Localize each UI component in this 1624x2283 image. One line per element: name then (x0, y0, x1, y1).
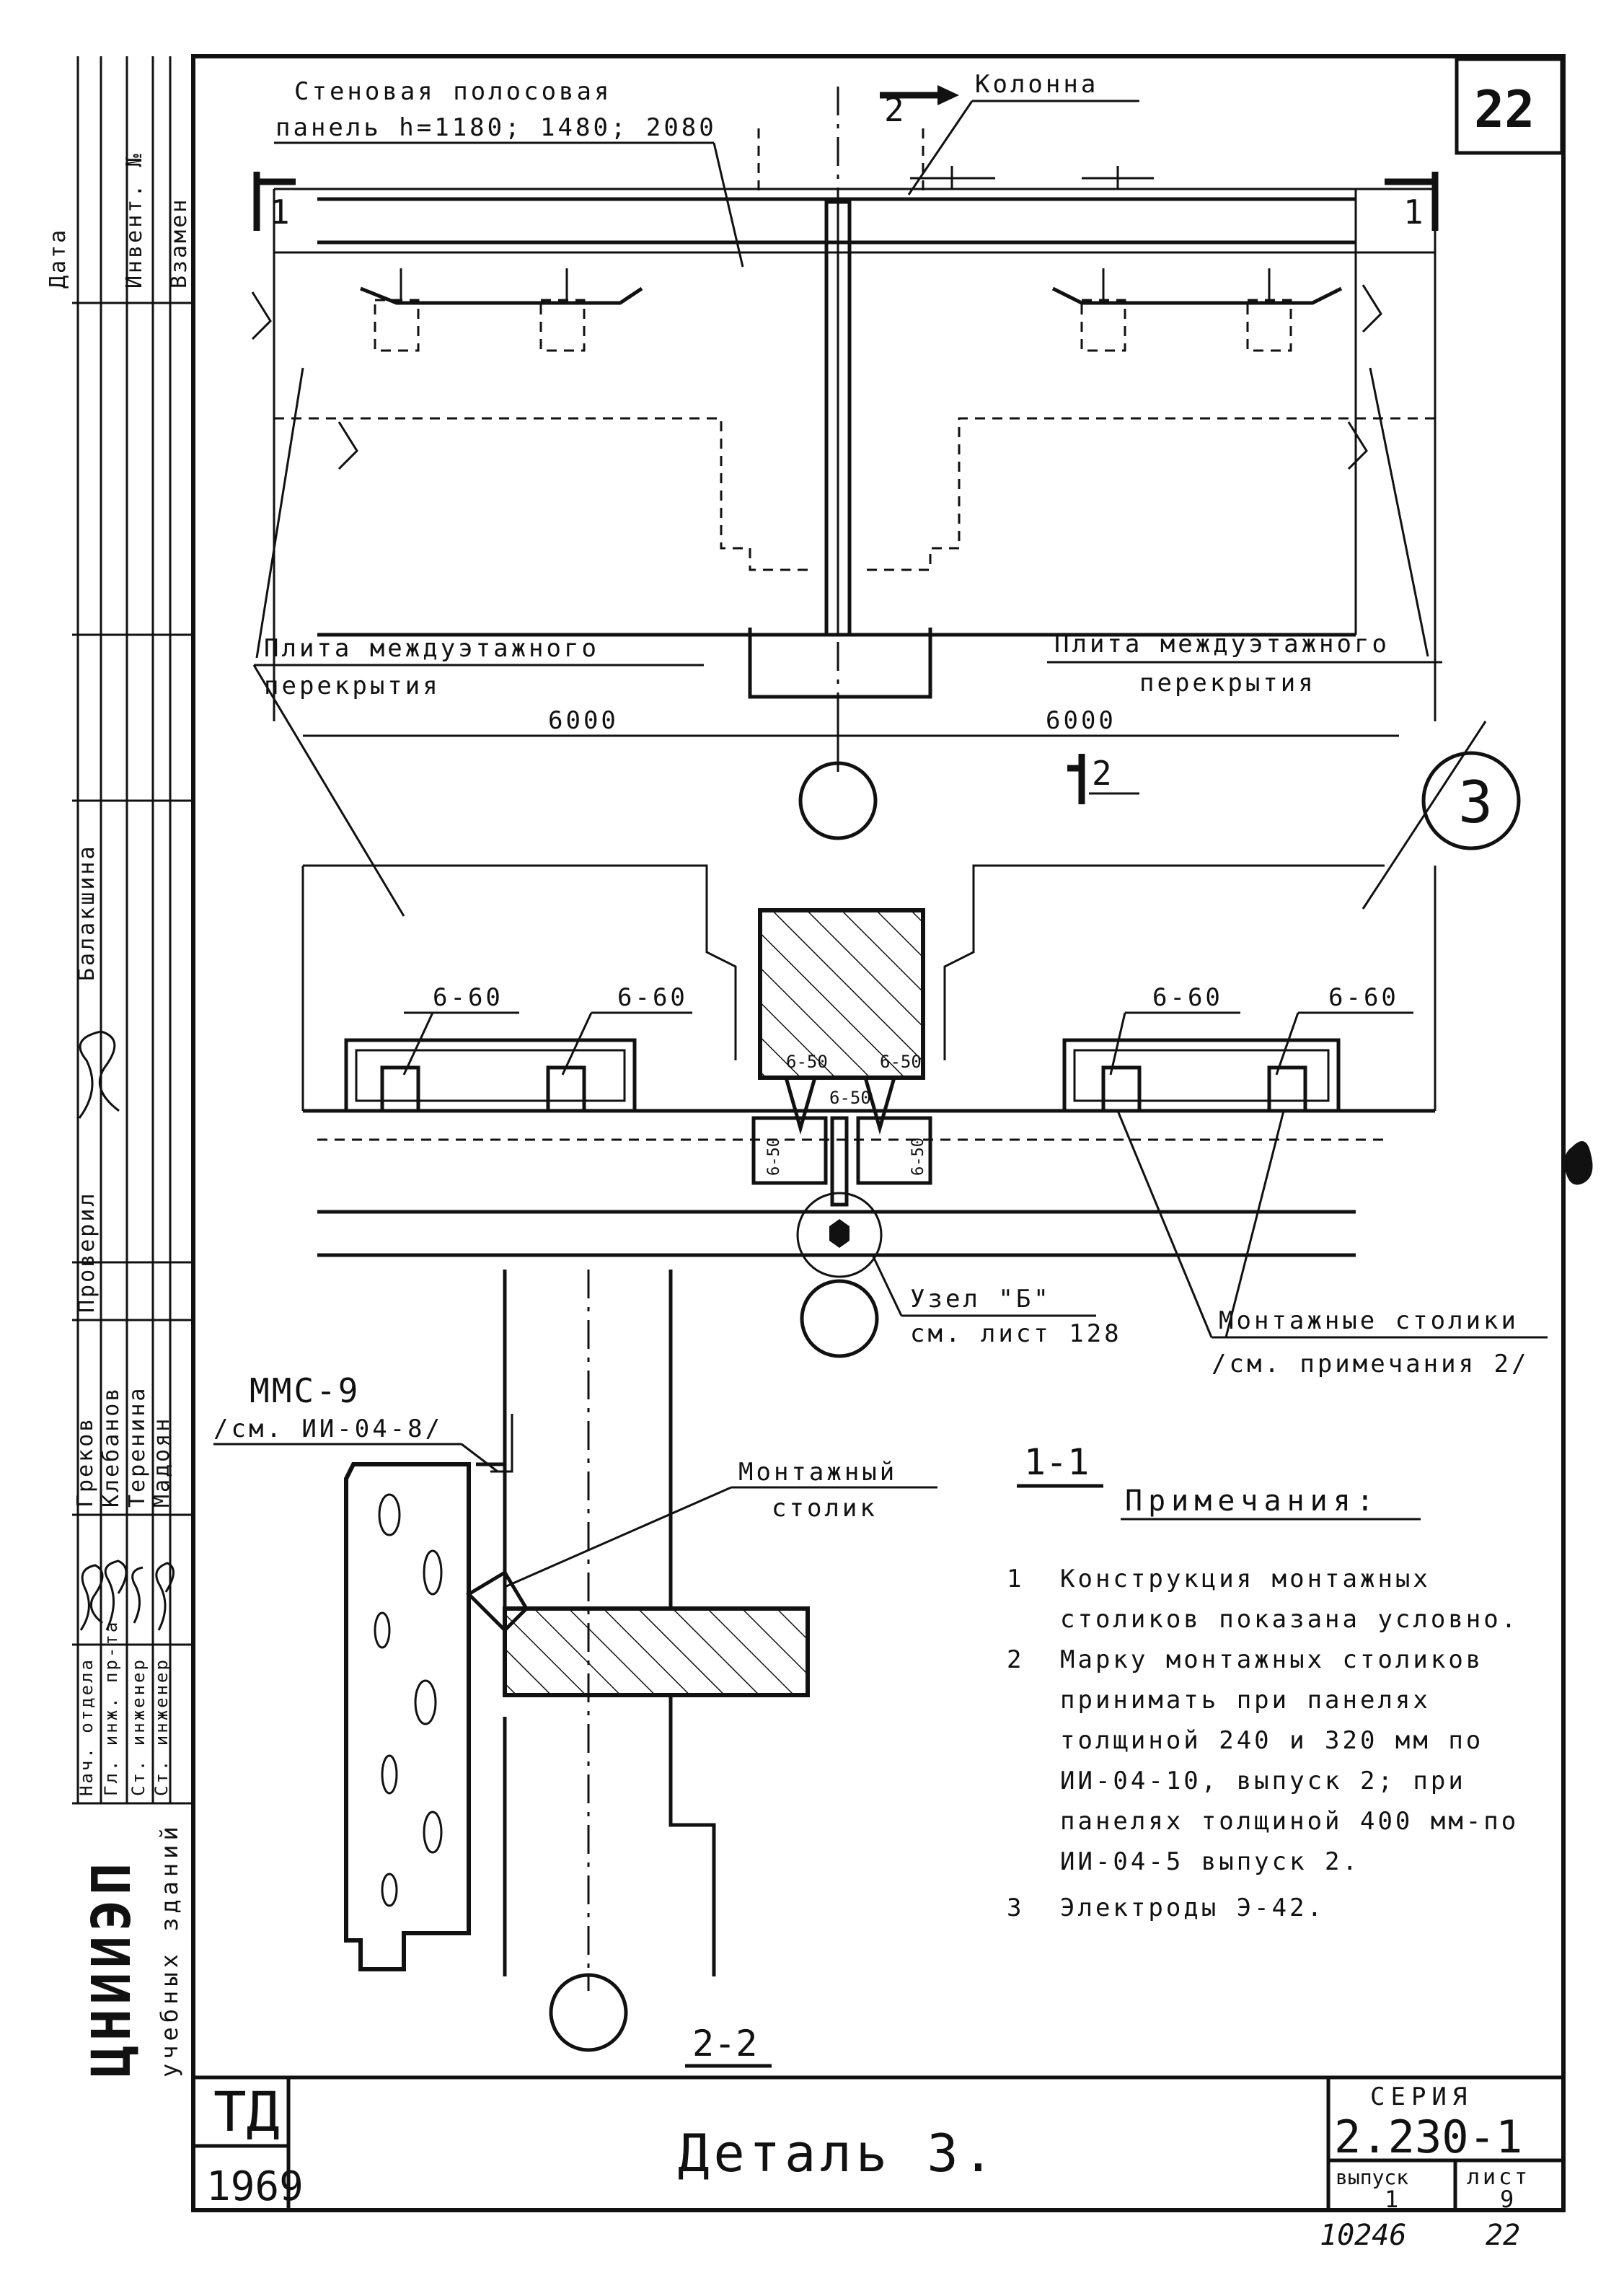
mounting-post-line2: столик (772, 1494, 878, 1523)
note-1-line-1: Конструкция монтажных (1060, 1565, 1431, 1593)
signature-4 (155, 1562, 175, 1631)
table-name-2: Клебанов (99, 1386, 124, 1508)
note-2-line-6: ИИ-04-5 выпуск 2. (1060, 1847, 1360, 1876)
signature-2 (104, 1560, 128, 1631)
issue-label: выпуск (1336, 2165, 1408, 2189)
table-checked-name: Балакшина (74, 844, 100, 981)
section-1-1-title: 1-1 (1024, 1441, 1089, 1483)
notes-heading: Примечания: (1125, 1484, 1380, 1518)
note-3-line-1: Электроды Э-42. (1060, 1893, 1325, 1922)
column-weld-2: 6-50 (880, 1052, 922, 1072)
mounting-post-line1: Монтажный (738, 1458, 897, 1487)
sheet-value: 9 (1500, 2186, 1514, 2213)
table-role-engineer-1: Ст. инженер (128, 1658, 149, 1796)
sheet-number-top: 22 (1474, 80, 1535, 139)
panel-label-line2: панель h=1180; 1480; 2080 (275, 113, 717, 142)
series-value: 2.230-1 (1334, 2111, 1522, 2163)
slab-left-line2: перекрытия (264, 672, 441, 700)
note-2-line-5: панелях толщиной 400 мм-по (1060, 1807, 1519, 1836)
sheet-label: лист (1467, 2165, 1530, 2190)
table-label-inventory: Инвент. № (122, 151, 147, 289)
plan-view: 6000 6000 1 1 2 Стеновая полосовая панел… (251, 70, 1535, 917)
plan-detail-view: 2 6-60 6-60 6-60 6-60 (301, 754, 1548, 1378)
slab-left-line1: Плита междуэтажного (264, 634, 599, 663)
issue-value: 1 (1385, 2186, 1398, 2213)
title-block: ТД 1969 Деталь 3. СЕРИЯ 2.230-1 выпуск 1… (206, 2080, 1530, 2252)
stamp-td: ТД (213, 2080, 280, 2144)
table-name-3: Теренина (125, 1386, 150, 1508)
section-1-left: 1 (270, 193, 290, 232)
signature-3 (131, 1566, 144, 1624)
page-number: 22 (1486, 2219, 1520, 2252)
note-2-line-1: Марку монтажных столиков (1060, 1645, 1483, 1674)
view-2-2-title: 2-2 (692, 2023, 757, 2064)
mounting-posts-label: Монтажные столики (1219, 1306, 1519, 1335)
left-stamp-table: Дата Инвент. № Взамен Проверил Балакшина… (45, 56, 195, 2077)
note-2-line-4: ИИ-04-10, выпуск 2; при (1060, 1767, 1466, 1795)
note-2-line-3: толщиной 240 и 320 мм по (1060, 1726, 1483, 1755)
concrete-texture (374, 1493, 443, 1907)
dim-right: 6000 (1046, 706, 1116, 735)
table-name-1: Греков (73, 1417, 98, 1508)
column-weld-1: 6-50 (786, 1052, 828, 1072)
table-role-engineer-2: Ст. инженер (151, 1658, 172, 1796)
table-name-4: Мадоян (149, 1417, 175, 1508)
ink-blot (1564, 1141, 1593, 1185)
section-view: ММС-9 /см. ИИ-04-8/ Монтажный столик 1-1… (213, 1270, 1103, 2068)
notes-block: Примечания: 1 Конструкция монтажных стол… (1007, 1484, 1519, 1922)
year: 1969 (206, 2163, 304, 2210)
slab-right-line1: Плита междуэтажного (1054, 630, 1390, 659)
weld-label-3: 6-60 (1152, 983, 1223, 1012)
mmc-label: ММС-9 (250, 1371, 360, 1410)
note-2-line-2: принимать при панелях (1060, 1686, 1431, 1715)
note-1-line-2: столиков показана условно. (1060, 1605, 1519, 1634)
series-label: СЕРИЯ (1370, 2082, 1473, 2111)
table-label-date: Дата (45, 228, 71, 289)
note-3-number: 3 (1007, 1893, 1024, 1922)
section-1-right: 1 (1403, 193, 1424, 232)
table-role-chief-eng: Гл. инж. пр-та (101, 1620, 121, 1796)
table-role-head: Нач. отдела (76, 1658, 97, 1796)
table-checked-label: Проверил (74, 1192, 100, 1314)
note-1-number: 1 (1007, 1565, 1024, 1593)
inventory-number: 10246 (1320, 2219, 1406, 2252)
signature-checked (78, 1030, 120, 1119)
column-weld-3: 6-50 (829, 1088, 871, 1108)
panel-label-line1: Стеновая полосовая (294, 77, 612, 106)
weld-label-1: 6-60 (433, 983, 503, 1012)
weld-label-4: 6-60 (1328, 983, 1399, 1012)
slab-right-line2: перекрытия (1139, 669, 1316, 698)
sheet-title: Деталь 3. (678, 2123, 998, 2183)
mounting-posts-ref: /см. примечания 2/ (1212, 1350, 1529, 1378)
organization-subtitle: учебных зданий (156, 1822, 183, 2077)
column-weld-5: 6-50 (909, 1138, 927, 1176)
column-weld-4: 6-50 (765, 1138, 783, 1176)
section-2-mark-top: 2 (884, 90, 904, 129)
table-label-replaces: Взамен (167, 198, 192, 289)
node-reference: см. лист 128 (910, 1319, 1122, 1348)
organization-name: ЦНИИЭП (81, 1859, 143, 2077)
column-label: Колонна (975, 70, 1098, 99)
dim-left: 6000 (548, 706, 619, 735)
mmc-reference: /см. ИИ-04-8/ (213, 1415, 443, 1443)
weld-label-2: 6-60 (617, 983, 688, 1012)
section-2-mark-middle: 2 (1092, 754, 1112, 793)
detail-marker: 3 (1458, 769, 1493, 836)
signature-1 (79, 1564, 104, 1631)
node-label: Узел "Б" (910, 1285, 1051, 1314)
note-2-number: 2 (1007, 1645, 1024, 1674)
